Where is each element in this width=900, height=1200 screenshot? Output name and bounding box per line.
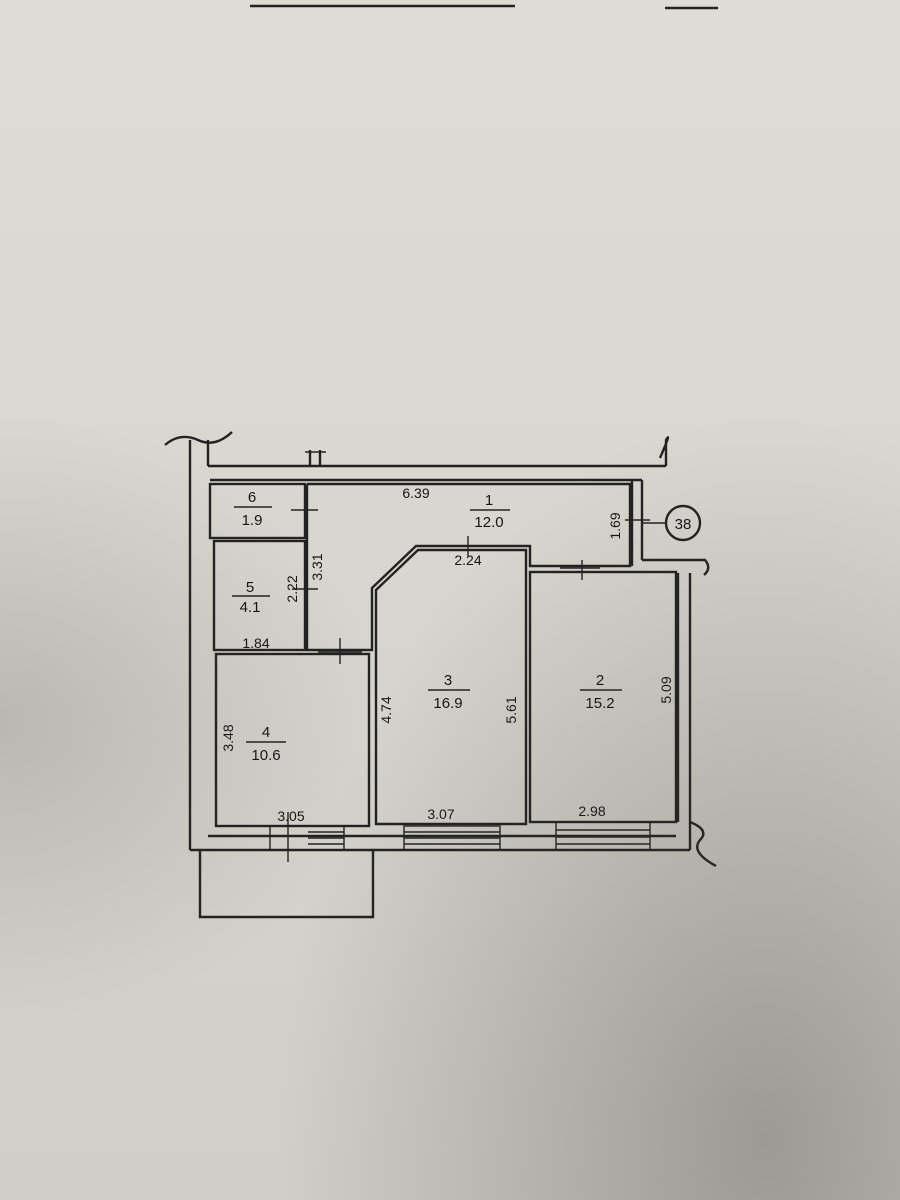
window-room3 [403,825,501,851]
room-6-label: 6 1.9 [234,489,272,529]
dim-hall-depth: 1.69 [607,512,623,539]
dim-room2-height: 5.09 [658,676,674,703]
dim-room3-width: 3.07 [427,806,454,822]
room-5-outline [212,539,307,652]
room-6-outline [208,482,307,540]
svg-text:4: 4 [262,724,270,741]
door-marks [291,498,650,664]
room-5-label: 5 4.1 [232,579,270,616]
svg-text:1.9: 1.9 [242,512,263,529]
svg-text:16.9: 16.9 [433,695,462,712]
svg-text:2: 2 [596,672,604,689]
svg-text:5: 5 [246,579,254,596]
room-2-label: 2 15.2 [580,672,622,712]
room-4-label: 4 10.6 [246,724,286,764]
svg-text:3: 3 [444,672,452,689]
svg-text:6: 6 [248,489,256,506]
dim-hall-inner: 2.24 [454,552,481,568]
room-4-outline [214,652,371,828]
room-3-outline [374,548,528,826]
room-1-label: 1 12.0 [470,492,510,531]
balcony [198,850,375,919]
dim-hall-width: 6.39 [402,485,429,501]
dim-room4-height: 3.48 [220,724,236,751]
svg-text:1: 1 [485,492,493,509]
window-room4 [269,812,345,862]
svg-text:10.6: 10.6 [251,747,280,764]
svg-text:12.0: 12.0 [474,514,503,531]
apartment-number: 38 [675,516,692,533]
window-room2 [555,821,651,851]
svg-text:4.1: 4.1 [240,599,261,616]
dim-room3-left: 4.74 [378,696,394,723]
dim-room4-width: 3.05 [277,808,304,824]
room-3-label: 3 16.9 [428,672,470,712]
dim-bath-height: 3.31 [309,553,325,580]
dim-room3-right: 5.61 [503,696,519,723]
dim-room2-width: 2.98 [578,803,605,819]
dim-bath5-width: 1.84 [242,635,269,651]
svg-text:15.2: 15.2 [585,695,614,712]
dim-bath5-height: 2.22 [284,575,300,602]
